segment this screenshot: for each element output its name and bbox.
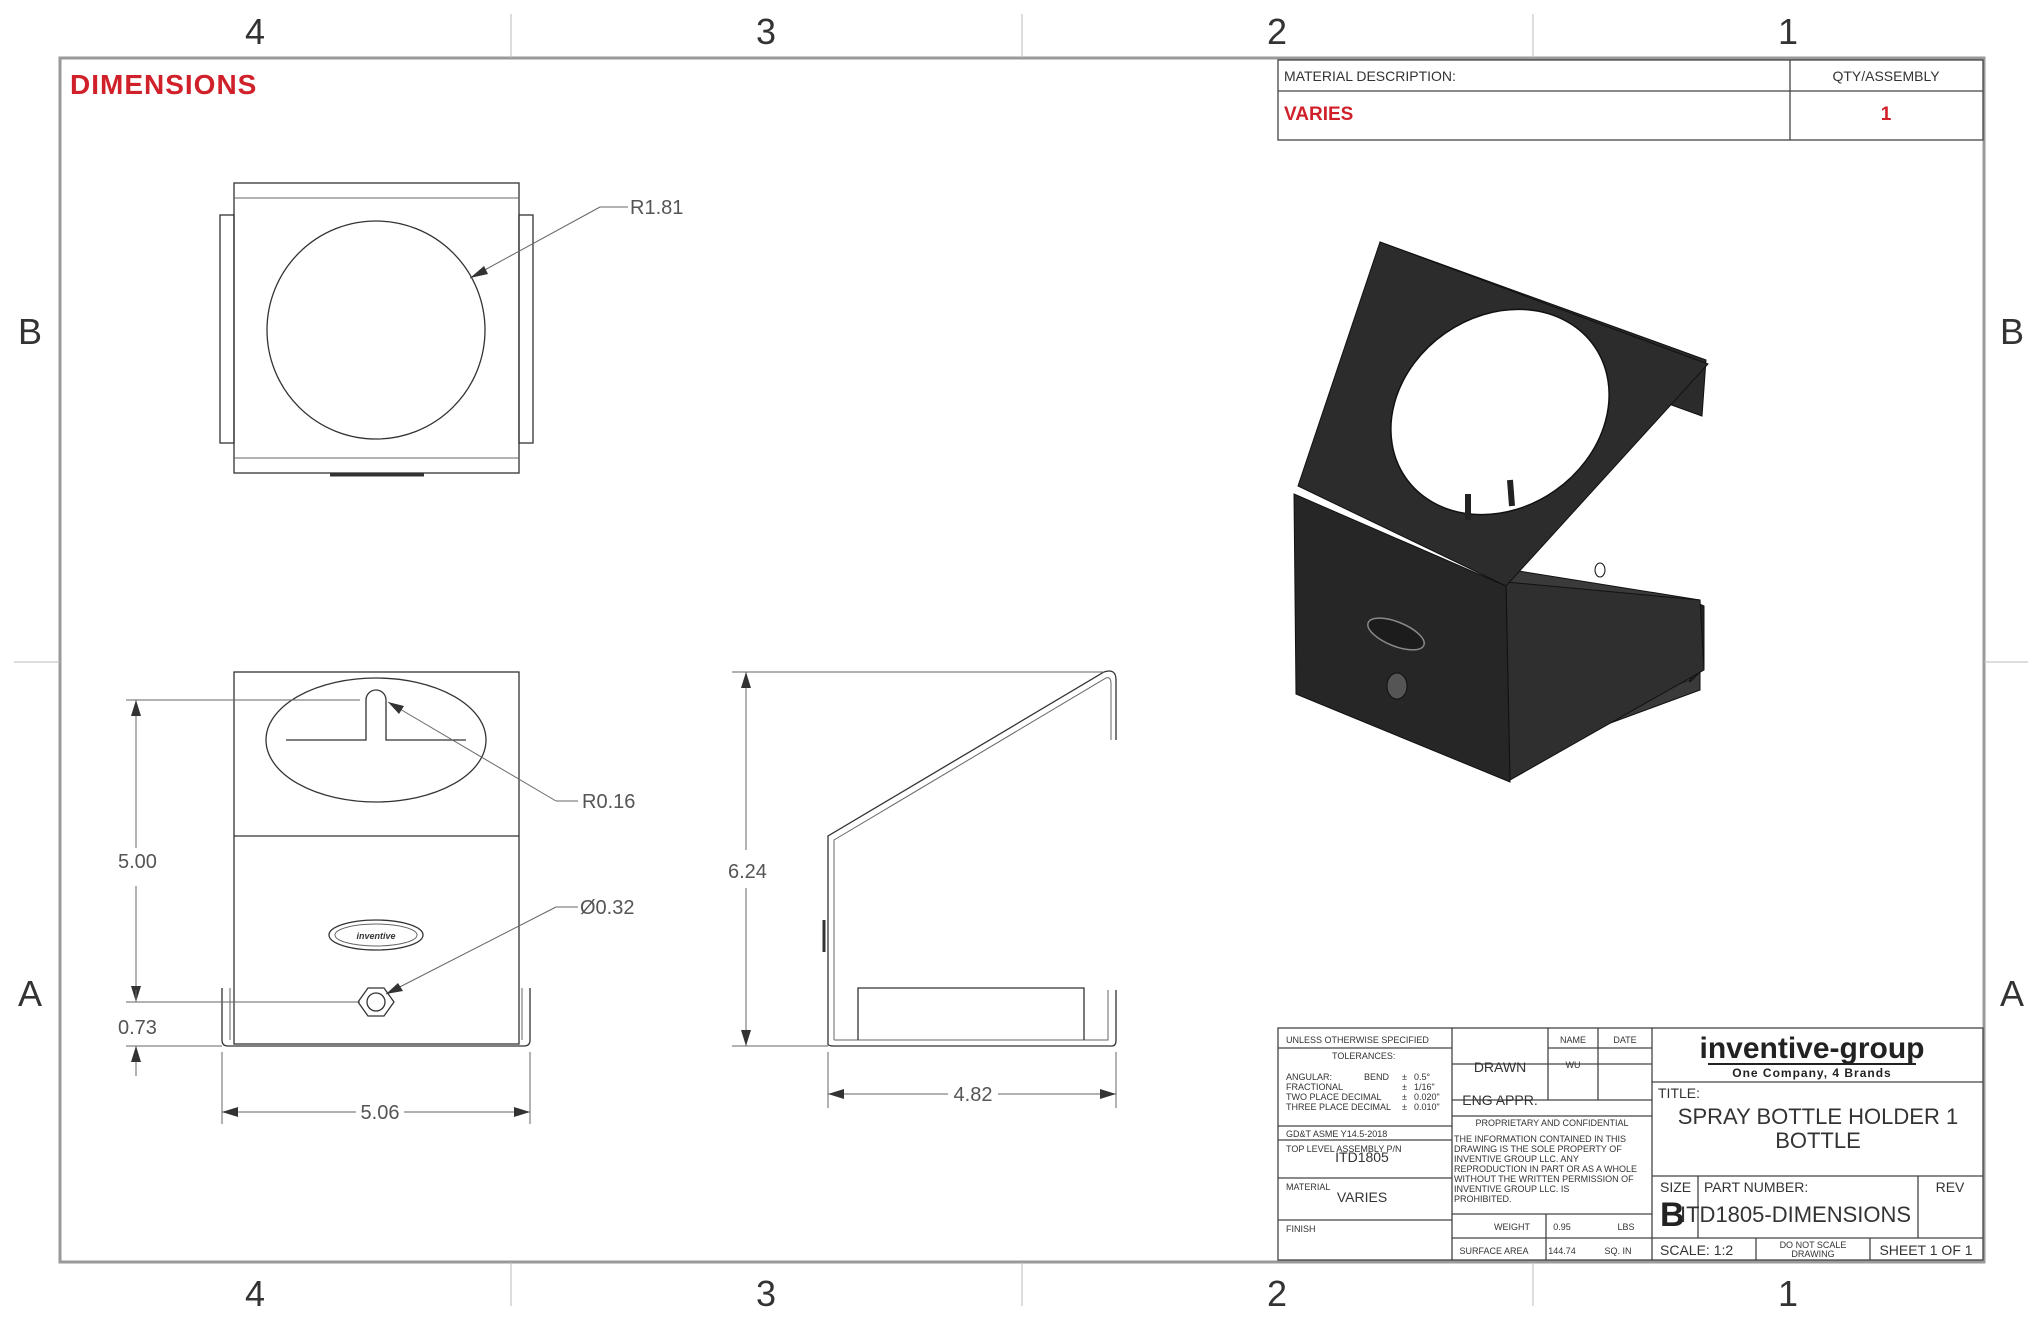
tb-tolerances: TOLERANCES: <box>1332 1051 1395 1061</box>
isometric-view <box>1293 241 1709 783</box>
tb-surface-label: SURFACE AREA <box>1459 1246 1528 1256</box>
front-offset-dim <box>126 990 222 1076</box>
front-radius-label: R0.16 <box>582 791 635 813</box>
side-depth-dim <box>827 1052 1117 1108</box>
svg-text:WITHOUT THE WRITTEN PERMISSION: WITHOUT THE WRITTEN PERMISSION OF <box>1454 1174 1634 1184</box>
tb-do-not-scale-2: DRAWING <box>1791 1249 1834 1259</box>
svg-text:TWO PLACE DECIMAL: TWO PLACE DECIMAL <box>1286 1092 1382 1102</box>
svg-text:0.5°: 0.5° <box>1414 1072 1431 1082</box>
zone-row-a-right: A <box>2000 973 2024 1014</box>
zone-col-1-top: 1 <box>1778 11 1798 52</box>
side-height-dim <box>732 671 1104 1047</box>
zone-row-a-left: A <box>18 973 42 1014</box>
tb-drawn-name: WU <box>1566 1060 1581 1070</box>
front-height-label: 5.00 <box>118 851 157 873</box>
svg-text:±: ± <box>1402 1102 1407 1112</box>
zone-col-4-top: 4 <box>245 11 265 52</box>
front-width-label: 5.06 <box>361 1102 400 1124</box>
tb-title-line1: SPRAY BOTTLE HOLDER 1 <box>1678 1104 1958 1129</box>
front-height-dim <box>126 699 360 1003</box>
zone-ticks <box>14 14 2028 1306</box>
tb-tolerance-list: ANGULAR: BEND ± 0.5° FRACTIONAL ± 1/16" … <box>1286 1072 1440 1112</box>
zone-row-b-left: B <box>18 311 42 352</box>
side-height-label: 6.24 <box>728 861 767 883</box>
tb-size-value: B <box>1660 1196 1685 1234</box>
tb-company-tagline: One Company, 4 Brands <box>1732 1066 1891 1080</box>
tb-do-not-scale-1: DO NOT SCALE <box>1780 1240 1847 1250</box>
tb-unless-specified: UNLESS OTHERWISE SPECIFIED <box>1286 1035 1429 1045</box>
svg-text:1/16": 1/16" <box>1414 1082 1435 1092</box>
tb-top-level-value: ITD1805 <box>1335 1149 1389 1165</box>
zone-col-2-bottom: 2 <box>1267 1273 1287 1314</box>
tb-drawn-label: DRAWN <box>1474 1059 1526 1075</box>
svg-text:BEND: BEND <box>1364 1072 1390 1082</box>
svg-text:±: ± <box>1402 1082 1407 1092</box>
top-radius-leader <box>469 206 628 279</box>
tb-rev-label: REV <box>1936 1179 1965 1195</box>
tb-material-value: VARIES <box>1337 1189 1387 1205</box>
side-depth-label: 4.82 <box>954 1084 993 1106</box>
tb-weight-unit: LBS <box>1617 1222 1634 1232</box>
svg-text:0.020": 0.020" <box>1414 1092 1440 1102</box>
tb-gdt: GD&T ASME Y14.5-2018 <box>1286 1129 1387 1139</box>
svg-text:THREE PLACE DECIMAL: THREE PLACE DECIMAL <box>1286 1102 1391 1112</box>
svg-text:inventive: inventive <box>356 931 395 941</box>
tb-weight-label: WEIGHT <box>1494 1222 1530 1232</box>
svg-text:REPRODUCTION IN PART OR AS A W: REPRODUCTION IN PART OR AS A WHOLE <box>1454 1164 1637 1174</box>
svg-text:THE INFORMATION CONTAINED IN T: THE INFORMATION CONTAINED IN THIS <box>1454 1134 1626 1144</box>
hole-diameter-label: Ø0.32 <box>580 897 634 919</box>
tb-sheet: SHEET 1 OF 1 <box>1879 1242 1972 1258</box>
front-width-dim <box>221 1052 531 1124</box>
side-view <box>822 670 1117 1047</box>
qty-value: 1 <box>1881 104 1892 125</box>
svg-text:±: ± <box>1402 1092 1407 1102</box>
svg-text:FRACTIONAL: FRACTIONAL <box>1286 1082 1343 1092</box>
top-view <box>219 182 534 477</box>
tb-title-line2: BOTTLE <box>1775 1128 1861 1153</box>
front-offset-label: 0.73 <box>118 1017 157 1039</box>
tb-surface-unit: SQ. IN <box>1604 1246 1631 1256</box>
svg-text:INVENTIVE GROUP LLC. ANY: INVENTIVE GROUP LLC. ANY <box>1454 1154 1579 1164</box>
tb-proprietary-title: PROPRIETARY AND CONFIDENTIAL <box>1475 1118 1628 1128</box>
front-radius-leader <box>387 701 578 802</box>
zone-col-2-top: 2 <box>1267 11 1287 52</box>
zone-col-1-bottom: 1 <box>1778 1273 1798 1314</box>
svg-text:ANGULAR:: ANGULAR: <box>1286 1072 1332 1082</box>
zone-row-b-right: B <box>2000 311 2024 352</box>
tb-name-col: NAME <box>1560 1035 1586 1045</box>
tb-surface-value: 144.74 <box>1548 1246 1576 1256</box>
tb-eng-appr-label: ENG APPR. <box>1462 1092 1537 1108</box>
tb-date-col: DATE <box>1613 1035 1636 1045</box>
top-radius-label: R1.81 <box>630 197 683 219</box>
tb-part-value: ITD1805-DIMENSIONS <box>1680 1202 1911 1227</box>
tb-finish-label: FINISH <box>1286 1224 1316 1234</box>
svg-text:DRAWING IS THE SOLE PROPERTY O: DRAWING IS THE SOLE PROPERTY OF <box>1454 1144 1622 1154</box>
tb-title-label: TITLE: <box>1658 1085 1700 1101</box>
front-view: inventive <box>221 671 531 1047</box>
title-block-frame <box>1277 1027 1984 1261</box>
tb-company-logo: inventive-group <box>1699 1032 1924 1065</box>
tb-proprietary-text: THE INFORMATION CONTAINED IN THIS DRAWIN… <box>1454 1134 1637 1204</box>
material-description-value: VARIES <box>1284 104 1353 125</box>
tb-weight-value: 0.95 <box>1553 1222 1571 1232</box>
tb-scale: SCALE: 1:2 <box>1660 1242 1733 1258</box>
tb-part-label: PART NUMBER: <box>1704 1179 1808 1195</box>
svg-text:PROHIBITED.: PROHIBITED. <box>1454 1194 1512 1204</box>
zone-col-4-bottom: 4 <box>245 1273 265 1314</box>
tb-size-label: SIZE <box>1660 1179 1691 1195</box>
tb-top-level-label: TOP LEVEL ASSEMBLY P/N <box>1286 1144 1402 1154</box>
sheet-heading: DIMENSIONS <box>70 69 257 100</box>
qty-assembly-header: QTY/ASSEMBLY <box>1832 68 1940 84</box>
material-description-header: MATERIAL DESCRIPTION: <box>1284 68 1456 84</box>
material-table <box>1277 59 1984 141</box>
svg-text:0.010": 0.010" <box>1414 1102 1440 1112</box>
zone-col-3-top: 3 <box>756 11 776 52</box>
svg-text:±: ± <box>1402 1072 1407 1082</box>
svg-text:INVENTIVE GROUP LLC. IS: INVENTIVE GROUP LLC. IS <box>1454 1184 1569 1194</box>
hole-diameter-leader <box>385 906 578 995</box>
tb-material-label: MATERIAL <box>1286 1182 1330 1192</box>
zone-col-3-bottom: 3 <box>756 1273 776 1314</box>
